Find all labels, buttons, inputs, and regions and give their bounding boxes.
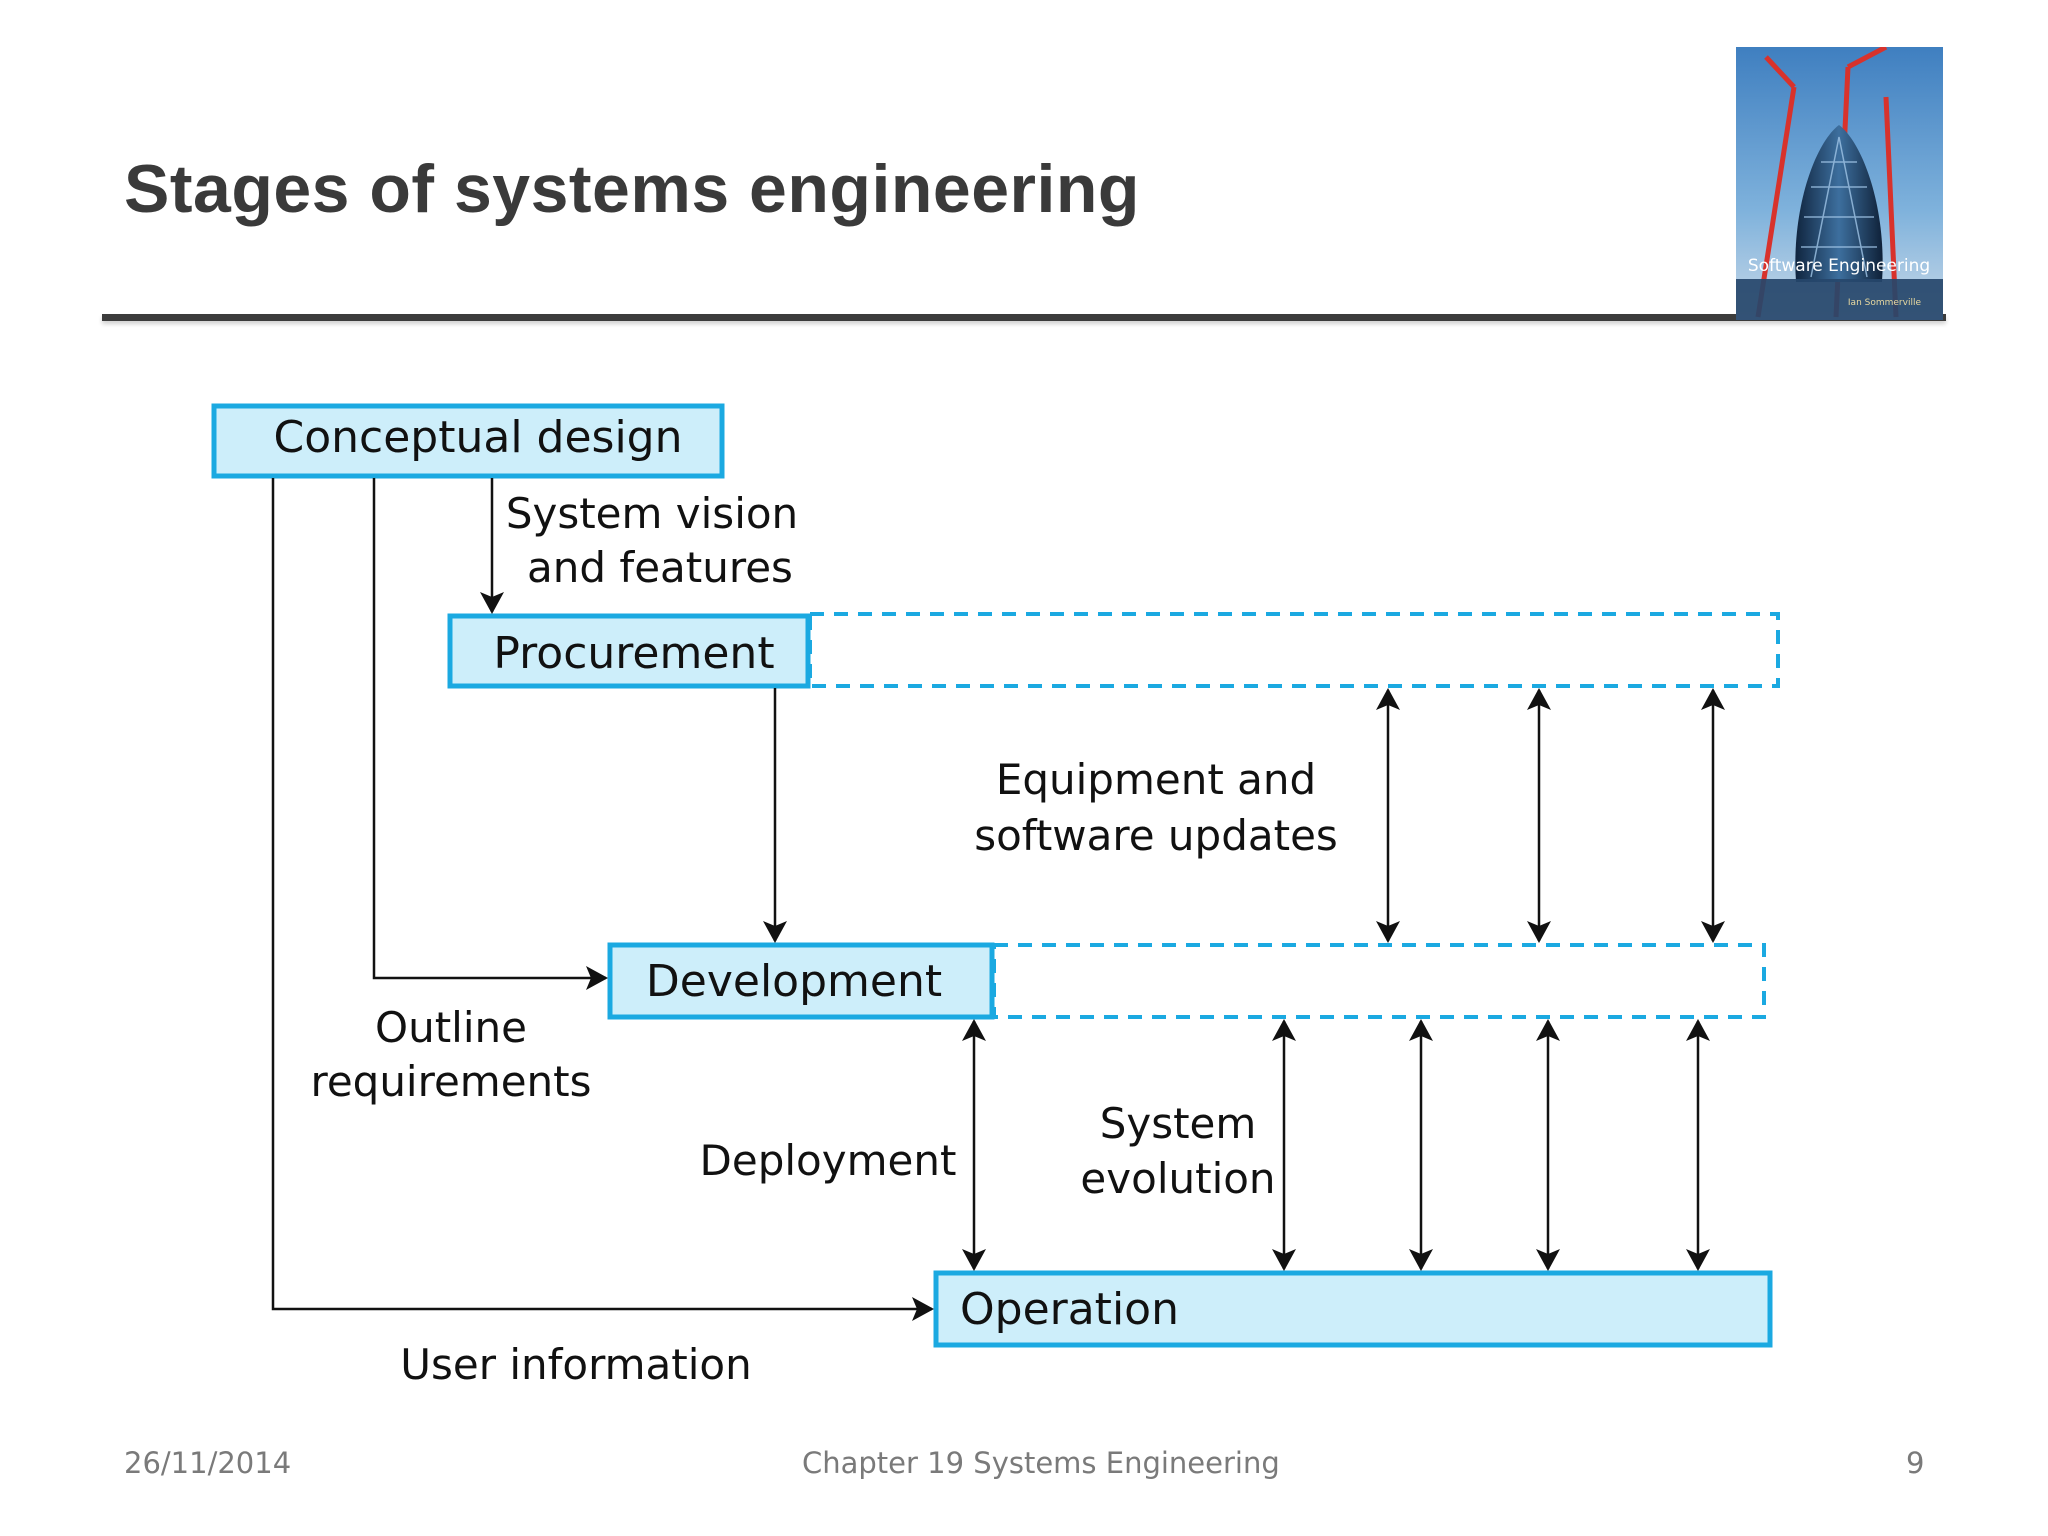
label-system-vision-line2: and features (527, 543, 793, 592)
stage-conceptual-design: Conceptual design (211, 403, 725, 479)
label-outline-line1: Outline (375, 1003, 527, 1052)
arrow-conceptual-to-development (372, 478, 608, 990)
development-dashed-extent (992, 943, 1766, 1019)
label-equipment-line2: software updates (974, 811, 1338, 860)
stage-label: Operation (960, 1284, 1179, 1335)
arrow-conceptual-to-operation (271, 478, 934, 1321)
label-deployment: Deployment (700, 1136, 957, 1185)
procurement-dashed-extent (808, 612, 1780, 688)
label-outline-line2: requirements (310, 1057, 591, 1106)
slide-title: Stages of systems engineering (124, 151, 1140, 227)
footer-date: 26/11/2014 (124, 1446, 292, 1480)
label-evolution-line2: evolution (1080, 1154, 1275, 1203)
stage-label: Conceptual design (274, 412, 683, 463)
stage-label: Procurement (493, 628, 774, 679)
label-equipment-line1: Equipment and (996, 755, 1316, 804)
label-evolution-line1: System (1100, 1099, 1257, 1148)
stage-development: Development (607, 942, 995, 1020)
stage-operation: Operation (933, 1270, 1773, 1348)
book-author-text: Ian Sommerville (1848, 298, 1922, 308)
footer-chapter: Chapter 19 Systems Engineering (802, 1446, 1280, 1480)
label-user-information: User information (400, 1340, 751, 1389)
book-title-text: Software Engineering (1748, 256, 1930, 276)
footer-page-number: 9 (1906, 1446, 1925, 1480)
stage-procurement: Procurement (447, 613, 811, 689)
stage-label: Development (646, 956, 942, 1007)
book-cover-image: Software Engineering Ian Sommerville (1736, 47, 1943, 320)
label-system-vision-line1: System vision (506, 489, 798, 538)
title-divider (102, 314, 1946, 321)
